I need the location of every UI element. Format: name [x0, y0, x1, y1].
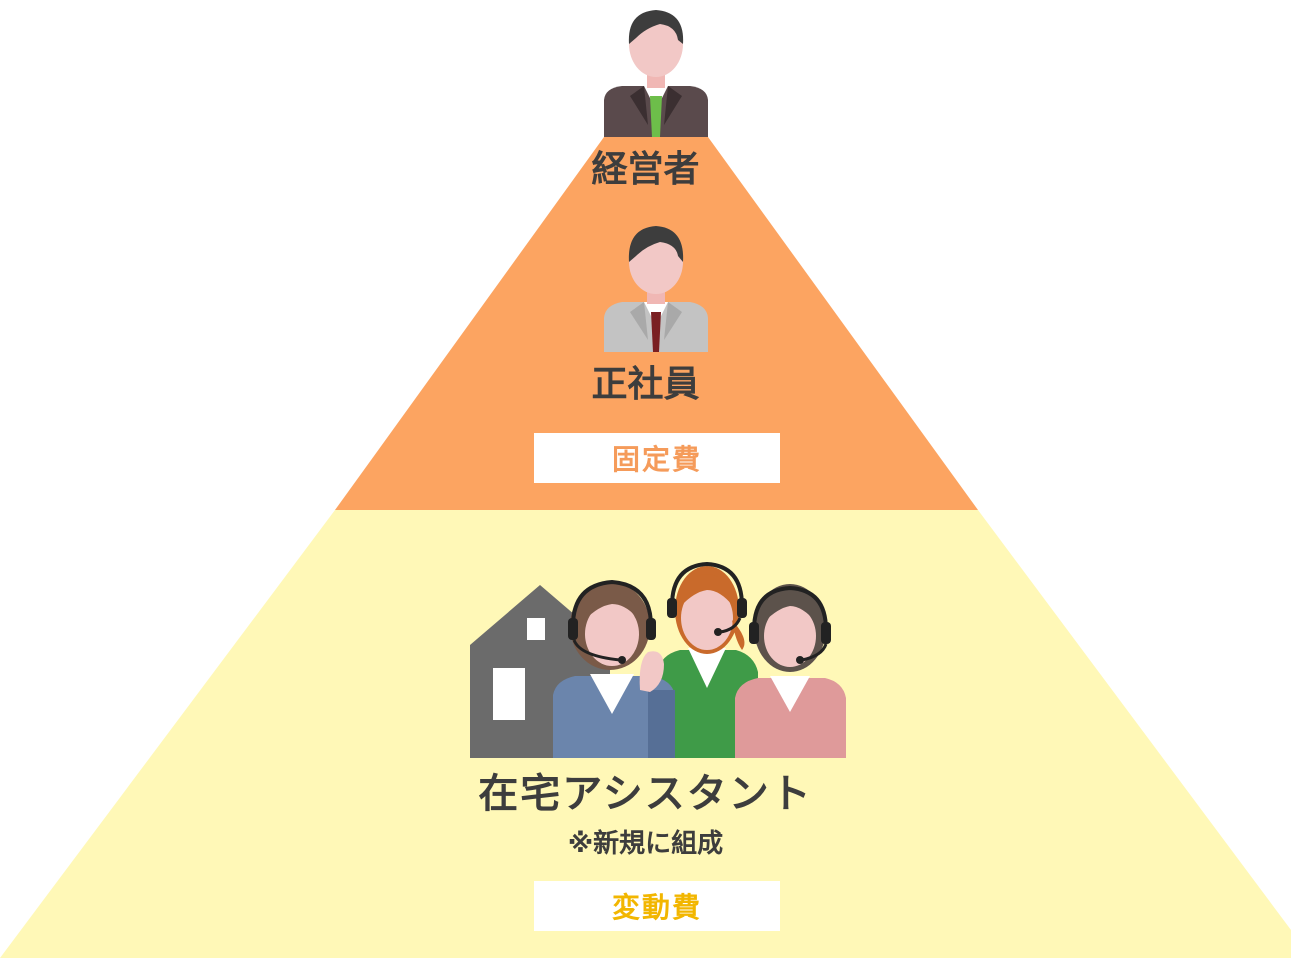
businessman-dark-suit-icon — [604, 10, 708, 137]
businessman-gray-suit-icon — [604, 226, 708, 352]
employee-label: 正社員 — [591, 364, 700, 405]
fixed-cost-label: 固定費 — [534, 433, 780, 483]
executive-label: 経営者 — [591, 149, 700, 190]
remote-assistant-label: 在宅アシスタント — [478, 771, 813, 817]
headset-operators-icon — [553, 561, 846, 758]
remote-assistant-note: ※新規に組成 — [567, 829, 724, 859]
variable-cost-label: 変動費 — [534, 881, 780, 931]
